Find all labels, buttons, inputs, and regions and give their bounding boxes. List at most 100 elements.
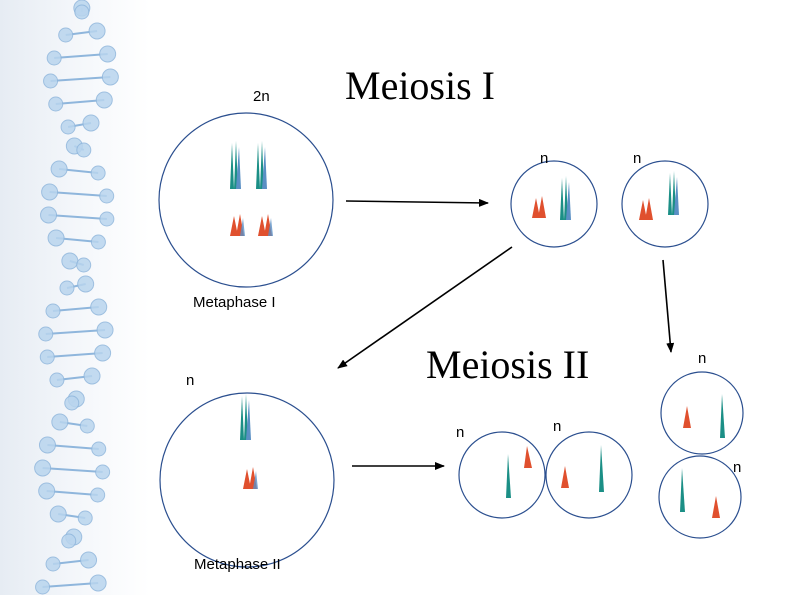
helix-bead xyxy=(82,114,100,132)
helix-bead xyxy=(90,165,106,181)
helix-bead xyxy=(38,326,54,342)
chromosome-teal-m2 xyxy=(240,394,251,440)
chromatid-teal-c1 xyxy=(506,454,511,498)
chromatid-red-c2 xyxy=(561,466,569,488)
helix-rung xyxy=(54,53,108,59)
helix-rung xyxy=(47,444,99,450)
helix-bead xyxy=(91,441,107,457)
label-n-metaphase2: n xyxy=(186,372,195,389)
chromosome-pair-red-1 xyxy=(230,214,245,236)
meiosis1-daughter-cell-left xyxy=(510,160,598,248)
helix-bead xyxy=(48,96,64,112)
meiosis2-cell-4 xyxy=(658,455,742,539)
meiosis2-cell-2 xyxy=(545,431,633,519)
meiosis1-daughter-cell-right xyxy=(621,160,709,248)
helix-bead xyxy=(99,211,115,227)
helix-bead xyxy=(45,303,61,319)
helix-bead xyxy=(39,349,55,365)
helix-bead xyxy=(46,50,62,66)
helix-bead xyxy=(50,160,68,178)
chromatid-teal-c4 xyxy=(680,468,685,512)
helix-bead xyxy=(58,27,74,43)
helix-bead xyxy=(76,142,92,158)
chromatid-red-c4 xyxy=(712,496,720,518)
helix-bead xyxy=(34,459,52,477)
label-n-d2: n xyxy=(633,150,642,167)
helix-bead xyxy=(51,413,69,431)
helix-bead xyxy=(61,533,77,549)
helix-bead xyxy=(43,73,59,89)
helix-bead xyxy=(94,344,112,362)
chromatid-red-c1 xyxy=(524,446,532,468)
helix-rung xyxy=(45,329,106,335)
label-2n: 2n xyxy=(253,88,270,105)
helix-rung xyxy=(46,490,98,496)
helix-bead xyxy=(38,482,56,500)
meiosis2-title: Meiosis II xyxy=(426,342,590,387)
helix-bead xyxy=(90,234,106,250)
helix-bead xyxy=(77,275,95,293)
helix-bead xyxy=(90,298,108,316)
helix-bead xyxy=(83,367,101,385)
helix-bead xyxy=(35,579,51,595)
chromatid-red-c3 xyxy=(683,406,691,428)
helix-bead xyxy=(88,22,106,40)
helix-rung xyxy=(48,214,107,220)
helix-bead xyxy=(45,556,61,572)
label-n-c3: n xyxy=(698,350,707,367)
helix-rung xyxy=(42,582,99,588)
helix-bead xyxy=(41,183,59,201)
helix-rung xyxy=(50,76,111,82)
helix-bead xyxy=(99,45,117,63)
helix-bead xyxy=(95,464,111,480)
meiosis2-cell-3 xyxy=(660,371,744,455)
helix-bead xyxy=(95,91,113,109)
helix-bead xyxy=(38,436,56,454)
arrow-right-cell-division xyxy=(662,259,675,353)
chromatid-teal-c2 xyxy=(599,445,604,492)
label-n-c4: n xyxy=(733,459,742,476)
meiosis1-title: Meiosis I xyxy=(345,63,495,108)
chromosome-teal-d2 xyxy=(668,171,679,215)
helix-bead xyxy=(80,551,98,569)
helix-bead xyxy=(60,119,76,135)
label-n-c1: n xyxy=(456,424,465,441)
helix-bead xyxy=(79,418,95,434)
arrow-to-metaphase2 xyxy=(337,246,513,369)
chromatid-teal-c3 xyxy=(720,394,725,438)
chromosome-red-d1 xyxy=(532,196,546,218)
chromosome-red-m2 xyxy=(243,467,258,489)
label-metaphase-2: Metaphase II xyxy=(194,556,281,573)
helix-rung xyxy=(49,191,107,197)
helix-bead xyxy=(76,257,92,273)
label-n-c2: n xyxy=(553,418,562,435)
meiosis2-cell-1 xyxy=(458,431,546,519)
helix-bead xyxy=(77,510,93,526)
label-metaphase-1: Metaphase I xyxy=(193,294,276,311)
helix-bead xyxy=(101,68,119,86)
helix-rung xyxy=(47,352,103,358)
chromosome-red-d2 xyxy=(639,198,653,220)
helix-bead xyxy=(64,395,80,411)
chromosome-pair-teal-2 xyxy=(256,141,267,189)
helix-bead xyxy=(47,229,65,247)
helix-bead xyxy=(89,574,107,592)
chromosome-teal-d1 xyxy=(560,176,571,220)
chromosome-pair-teal-1 xyxy=(230,141,241,189)
helix-bead xyxy=(40,206,58,224)
helix-rung xyxy=(42,467,103,473)
helix-bead xyxy=(49,505,67,523)
helix-bead xyxy=(59,280,75,296)
helix-bead xyxy=(74,4,90,20)
arrow-meiosis1 xyxy=(345,198,489,207)
label-n-d1: n xyxy=(540,150,549,167)
helix-bead xyxy=(96,321,114,339)
helix-bead xyxy=(49,372,65,388)
chromosome-pair-red-2 xyxy=(258,214,273,236)
helix-bead xyxy=(90,487,106,503)
helix-bead xyxy=(99,188,115,204)
parent-cell xyxy=(158,112,334,288)
